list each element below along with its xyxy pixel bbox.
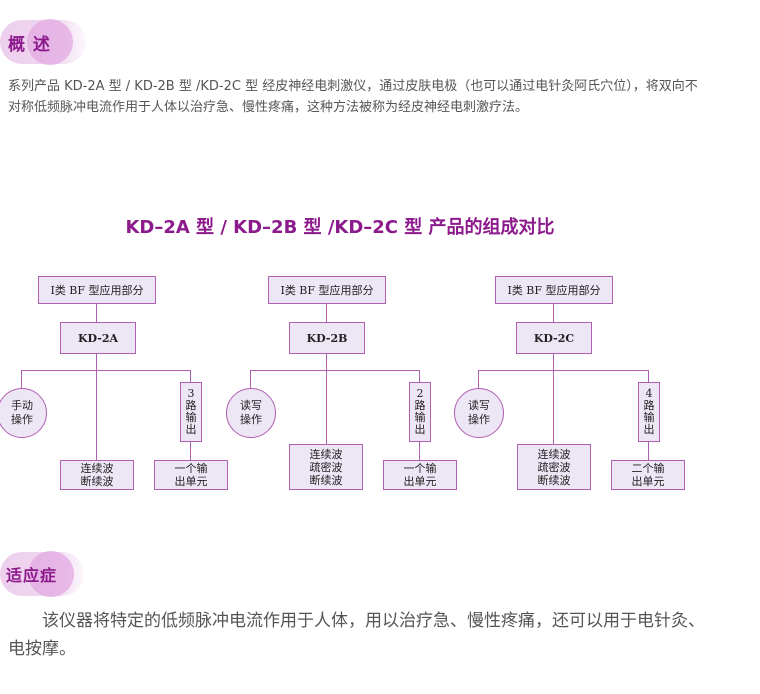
overview-paragraph: 系列产品 KD-2A 型 / KD-2B 型 /KD-2C 型 经皮神经电刺激仪… xyxy=(8,79,698,115)
unit-kd2c-top-label: I类 BF 型应用部分 xyxy=(495,276,613,304)
overview-heading-badge: 概 述 xyxy=(0,19,86,65)
indications-paragraph: 该仪器将特定的低频脉冲电流作用于人体，用以治疗急、慢性疼痛，还可以用于电针灸、电… xyxy=(8,611,705,659)
unit-kd2b-top-label: I类 BF 型应用部分 xyxy=(268,276,386,304)
unit-kd2b-outputs: 一个输 出单元 xyxy=(383,460,457,490)
unit-kd2a-top-label: I类 BF 型应用部分 xyxy=(38,276,156,304)
unit-kd2c-waves: 连续波 疏密波 断续波 xyxy=(517,444,591,490)
unit-kd2a-outputs: 一个输 出单元 xyxy=(154,460,228,490)
unit-kd2a-waves: 连续波 断续波 xyxy=(60,460,134,490)
diagram-title: KD–2A 型 / KD–2B 型 /KD–2C 型 产品的组成对比 xyxy=(125,217,555,238)
unit-kd2c-outputs: 二个输 出单元 xyxy=(611,460,685,490)
unit-kd2b-channels: 2 路 输 出 xyxy=(409,382,431,442)
unit-kd2b-waves: 连续波 疏密波 断续波 xyxy=(289,444,363,490)
unit-kd2a-operation: 手动 操作 xyxy=(0,388,47,438)
unit-kd2c-model: KD-2C xyxy=(516,322,592,354)
unit-kd2b-operation: 读写 操作 xyxy=(226,388,276,438)
unit-kd2a-model: KD-2A xyxy=(60,322,136,354)
unit-kd2c-channels: 4 路 输 出 xyxy=(638,382,660,442)
unit-kd2a-channels: 3 路 输 出 xyxy=(180,382,202,442)
unit-kd2c-operation: 读写 操作 xyxy=(454,388,504,438)
overview-heading: 概 述 xyxy=(8,34,51,55)
unit-kd2b-model: KD-2B xyxy=(289,322,365,354)
indications-heading: 适应症 xyxy=(6,566,58,585)
indications-heading-badge: 适应症 xyxy=(0,551,84,597)
